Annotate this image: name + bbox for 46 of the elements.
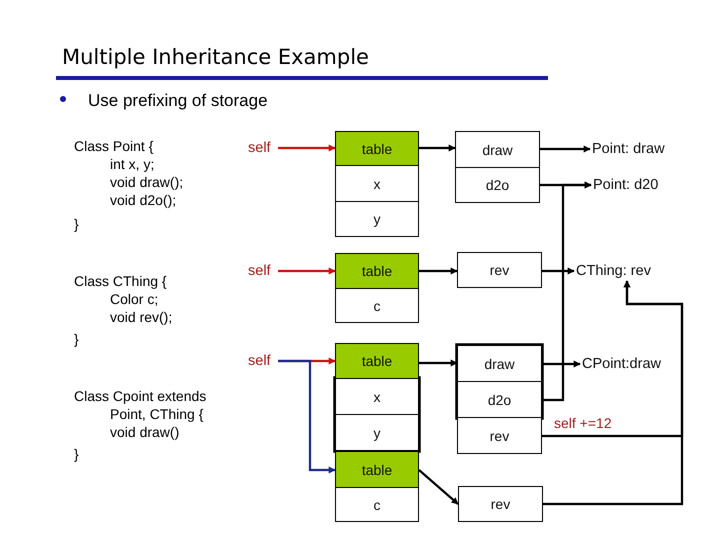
field-cell: y [335,201,419,237]
code-line: void d2o(); [110,191,176,209]
code-line: Class Cpoint extends [74,387,206,405]
arrow [419,360,458,366]
table-pointer-cell: table [335,451,419,488]
table-pointer-cell: table [335,343,419,379]
code-line: Class CThing { [74,272,167,290]
table-pointer-cell: table [335,131,419,166]
field-cell: d2o [455,167,540,203]
arrow [540,146,591,152]
target-label: CThing: rev [576,262,651,280]
code-line: void draw(); [110,173,184,191]
field-cell: rev [457,417,542,454]
code-line: Point, CThing { [110,405,204,423]
field-cell: rev [458,486,543,522]
arrow [542,268,575,274]
arrow [418,469,459,505]
table-pointer-cell: table [335,253,419,289]
code-line: void draw() [110,423,180,441]
arrow [419,268,458,274]
field-cell: x [335,165,419,202]
code-line: int x, y; [110,155,154,173]
code-line: Class Point { [74,137,154,155]
arrow [419,144,456,152]
field-cell: c [335,487,419,522]
field-cell: d2o [457,381,542,418]
field-cell: rev [457,252,542,288]
arrow [278,360,336,474]
title: Multiple Inheritance Example [62,44,369,70]
code-line: } [74,330,79,348]
field-cell: draw [455,131,540,168]
edge-label: self +=12 [554,414,612,432]
arrow [542,360,581,368]
code-line: } [74,215,79,233]
code-line: void rev(); [110,308,172,326]
field-cell: c [335,288,419,323]
arrow [543,280,684,506]
field-cell: y [335,414,419,451]
bullet-text: Use prefixing of storage [88,90,268,111]
field-cell: x [335,378,419,415]
code-line: } [74,445,79,463]
arrow [278,144,336,152]
arrow [278,268,336,274]
code-line: Color c; [110,290,158,308]
field-cell: draw [457,345,542,382]
arrow [542,182,592,402]
